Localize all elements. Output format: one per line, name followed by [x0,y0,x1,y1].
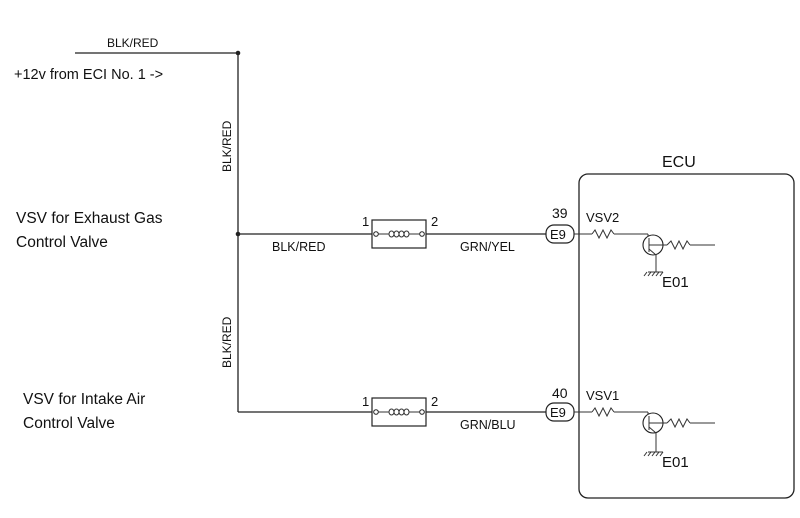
exhaust-input-wire-label: BLK/RED [272,240,326,254]
ecu-signal-vsv2: VSV2 [586,210,619,225]
intake-pin-right: 2 [431,394,438,409]
vsv-exhaust-label-line2: Control Valve [16,234,108,251]
exhaust-pin-left: 1 [362,214,369,229]
ecu-ground-label-upper: E01 [662,274,689,291]
ecu-ground-label-lower: E01 [662,454,689,471]
ecu-title: ECU [662,154,696,171]
exhaust-connector-label: E9 [550,227,566,242]
exhaust-vsv-solenoid [371,219,427,249]
exhaust-output-wire-label: GRN/YEL [460,240,515,254]
ecu-signal-vsv1: VSV1 [586,388,619,403]
supply-source-label: +12v from ECI No. 1 -> [14,67,163,83]
intake-output-wire-label: GRN/BLU [460,418,516,432]
exhaust-pin-right: 2 [431,214,438,229]
exhaust-ecu-pin-number: 39 [552,205,568,221]
ecu-box [578,173,795,499]
vertical-wire-lower-label: BLK/RED [220,316,234,368]
supply-wire-color-label: BLK/RED [107,36,159,50]
vsv2-driver-circuit [574,228,715,277]
intake-vsv-solenoid [371,397,427,427]
intake-ecu-pin-number: 40 [552,385,568,401]
vsv-exhaust-label-line1: VSV for Exhaust Gas [16,210,163,227]
vsv-intake-label-line2: Control Valve [23,415,115,432]
intake-connector-label: E9 [550,405,566,420]
vsv-intake-label-line1: VSV for Intake Air [23,391,145,408]
vertical-wire-upper-label: BLK/RED [220,120,234,172]
intake-pin-left: 1 [362,394,369,409]
vsv1-driver-circuit [574,406,715,457]
